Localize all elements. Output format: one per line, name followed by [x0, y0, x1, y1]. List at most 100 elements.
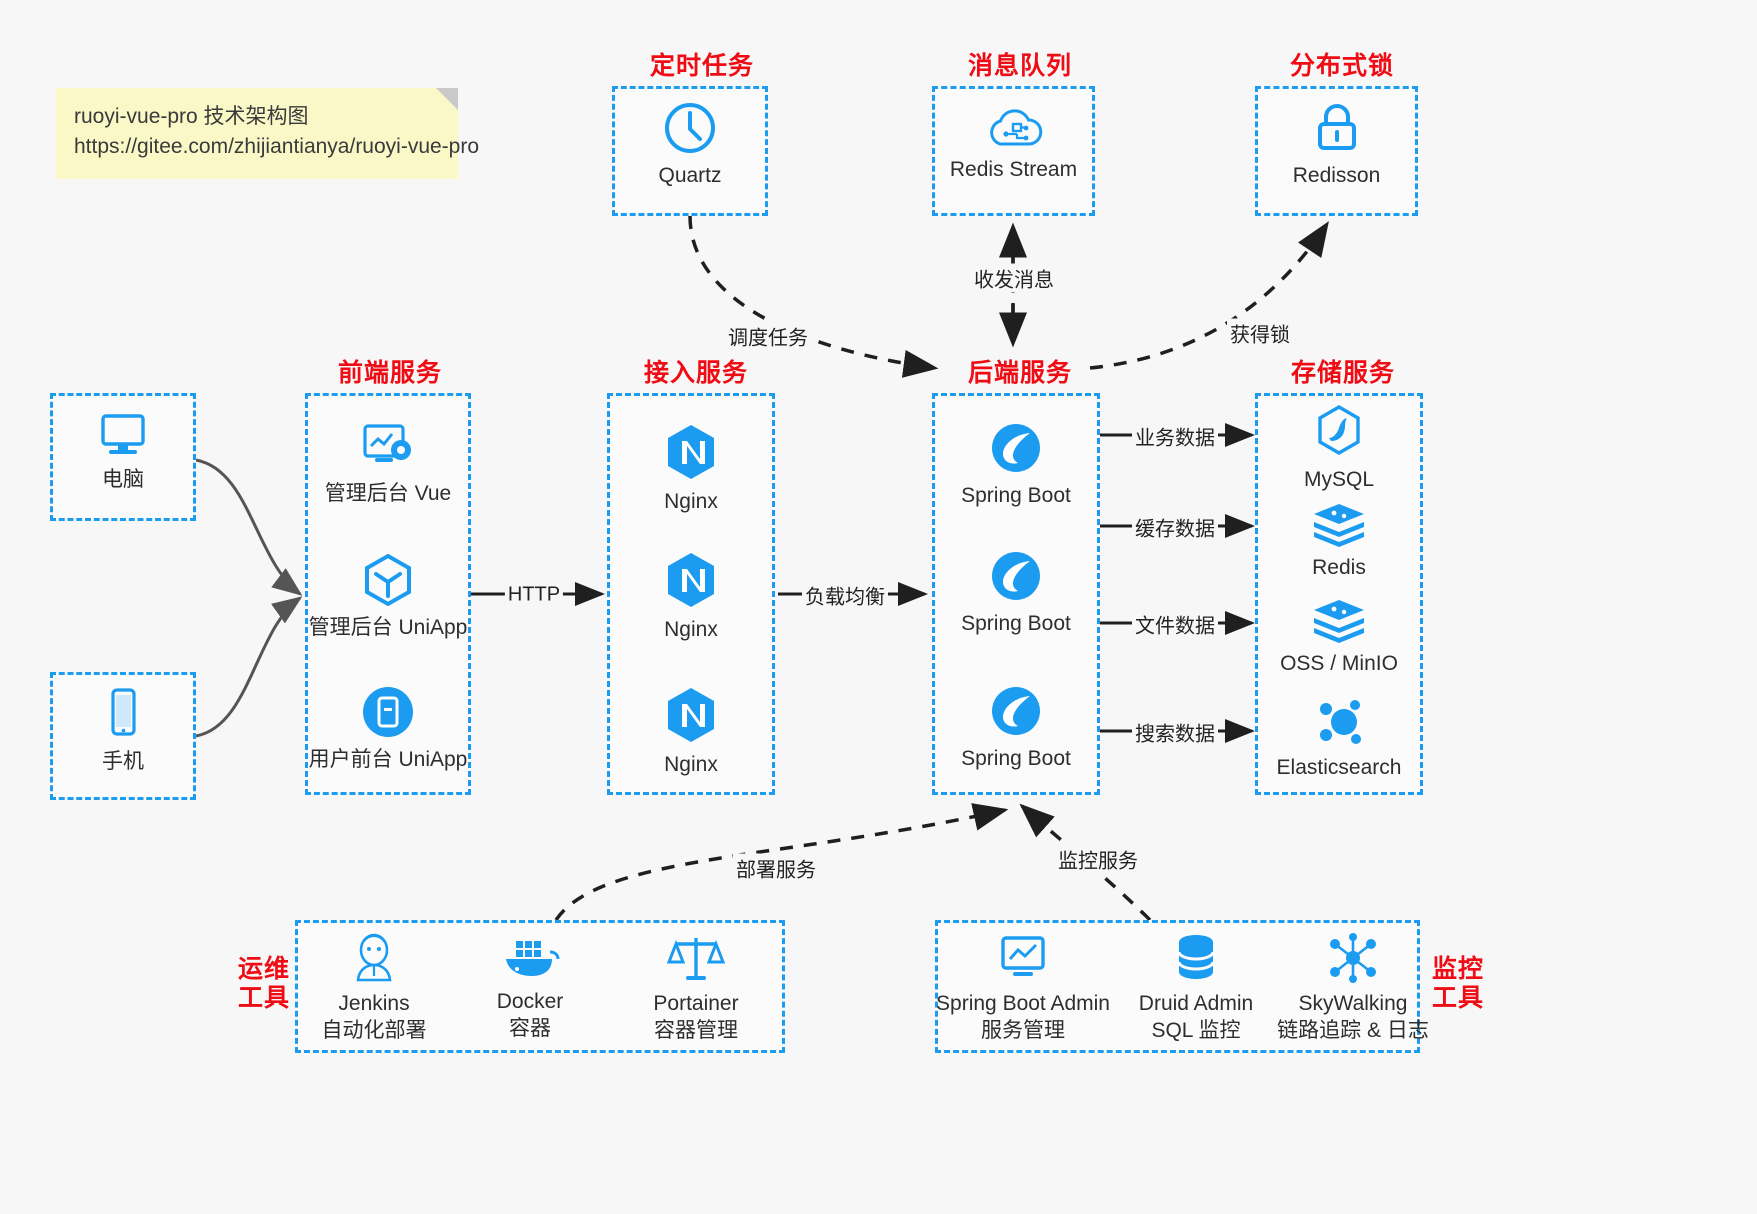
- node-label: SkyWalking: [1298, 992, 1408, 1015]
- node-sublabel: 服务管理: [981, 1018, 1065, 1042]
- node-sublabel: SQL 监控: [1151, 1018, 1241, 1042]
- node-sublabel: 链路追踪 & 日志: [1277, 1018, 1429, 1042]
- devops-title-line-2: 工具: [238, 983, 291, 1012]
- node-label: Quartz: [658, 164, 722, 187]
- architecture-note: ruoyi-vue-pro 技术架构图 https://gitee.com/zh…: [56, 88, 480, 179]
- group-title-monitoring: 监控 工具: [1432, 955, 1484, 1013]
- node-label: Jenkins: [338, 992, 410, 1015]
- note-fold-corner: [436, 88, 458, 110]
- nginx-icon: [663, 685, 719, 745]
- node-label: Redisson: [1292, 164, 1381, 187]
- group-title-distributed-lock: 分布式锁: [1290, 52, 1395, 80]
- jenkins-icon: [347, 932, 401, 984]
- node-label: Spring Boot: [961, 612, 1071, 635]
- node-sublabel: 自动化部署: [321, 1018, 427, 1042]
- group-title-storage: 存储服务: [1291, 359, 1396, 387]
- cloud-stream-icon: [985, 104, 1043, 150]
- node-portainer[interactable]: Portainer 容器管理: [620, 932, 772, 1045]
- node-label: MySQL: [1303, 468, 1374, 491]
- monitor-chart-icon: [995, 934, 1051, 984]
- node-label: 管理后台 Vue: [324, 482, 452, 505]
- app-card-icon: [360, 684, 416, 740]
- note-line-title: ruoyi-vue-pro 技术架构图: [74, 105, 309, 128]
- group-title-message-queue: 消息队列: [968, 52, 1073, 80]
- edge-quartz-to-backend-label: 调度任务: [725, 321, 811, 351]
- edge-backend-to-oss-label: 文件数据: [1132, 609, 1218, 639]
- mobile-icon: [103, 686, 143, 742]
- node-nginx-2[interactable]: Nginx: [607, 550, 775, 644]
- node-label: Docker: [496, 990, 564, 1013]
- nginx-icon: [663, 550, 719, 610]
- node-oss-minio[interactable]: OSS / MinIO: [1255, 596, 1423, 678]
- note-line-url: https://gitee.com/zhijiantianya/ruoyi-vu…: [74, 135, 480, 159]
- lock-icon: [1312, 100, 1362, 156]
- node-sublabel: 容器管理: [654, 1018, 738, 1042]
- node-label: Nginx: [664, 490, 718, 513]
- node-redis-stream[interactable]: Redis Stream: [932, 104, 1095, 184]
- node-jenkins[interactable]: Jenkins 自动化部署: [300, 932, 448, 1045]
- docker-icon: [500, 936, 560, 982]
- devops-title-line-1: 运维: [238, 955, 291, 983]
- node-sublabel: 容器: [509, 1016, 551, 1040]
- node-desktop[interactable]: 电脑: [50, 410, 196, 494]
- node-label: Redis: [1312, 556, 1366, 579]
- cube-icon: [360, 552, 416, 608]
- node-skywalking[interactable]: SkyWalking 链路追踪 & 日志: [1264, 932, 1442, 1045]
- node-spring-boot-3[interactable]: Spring Boot: [932, 683, 1100, 773]
- node-nginx-3[interactable]: Nginx: [607, 685, 775, 779]
- node-redisson[interactable]: Redisson: [1255, 100, 1418, 190]
- group-title-scheduled-task: 定时任务: [650, 52, 755, 80]
- node-redis[interactable]: Redis: [1255, 500, 1423, 582]
- node-label: 管理后台 UniApp: [308, 616, 468, 639]
- node-spring-boot-2[interactable]: Spring Boot: [932, 548, 1100, 638]
- node-nginx-1[interactable]: Nginx: [607, 422, 775, 516]
- spring-boot-icon: [988, 548, 1044, 604]
- nginx-icon: [663, 422, 719, 482]
- elasticsearch-icon: [1311, 696, 1367, 748]
- node-label: Spring Boot: [961, 747, 1071, 770]
- portainer-icon: [666, 932, 726, 984]
- edge-monitoring-to-backend-label: 监控服务: [1055, 844, 1141, 874]
- group-client-mobile: [50, 672, 196, 800]
- node-mobile[interactable]: 手机: [50, 686, 196, 776]
- node-label: 用户前台 UniApp: [308, 748, 468, 771]
- node-label: 电脑: [102, 468, 144, 491]
- node-admin-vue[interactable]: 管理后台 Vue: [305, 420, 471, 508]
- node-docker[interactable]: Docker 容器: [462, 936, 598, 1043]
- node-label: Nginx: [664, 618, 718, 641]
- edge-backend-to-lock-label: 获得锁: [1227, 318, 1293, 348]
- mysql-icon: [1313, 404, 1365, 460]
- monitoring-title-line-2: 工具: [1432, 983, 1485, 1012]
- database-icon: [1171, 932, 1221, 984]
- node-user-uniapp[interactable]: 用户前台 UniApp: [305, 684, 471, 774]
- spring-boot-icon: [988, 683, 1044, 739]
- skywalking-icon: [1325, 932, 1381, 984]
- group-message-queue: [932, 86, 1095, 216]
- redis-icon: [1310, 500, 1368, 548]
- node-spring-boot-1[interactable]: Spring Boot: [932, 420, 1100, 510]
- edge-backend-to-mysql-label: 业务数据: [1132, 421, 1218, 451]
- node-spring-boot-admin[interactable]: Spring Boot Admin 服务管理: [930, 934, 1116, 1045]
- node-label: Elasticsearch: [1276, 756, 1402, 779]
- group-title-backend: 后端服务: [968, 359, 1073, 387]
- spring-boot-icon: [988, 420, 1044, 476]
- oss-minio-icon: [1310, 596, 1368, 644]
- node-label: Druid Admin: [1138, 992, 1254, 1015]
- node-mysql[interactable]: MySQL: [1255, 404, 1423, 494]
- clock-icon: [662, 100, 718, 156]
- edge-backend-to-redis-label: 缓存数据: [1132, 512, 1218, 542]
- dashboard-gear-icon: [357, 420, 419, 474]
- node-label: Redis Stream: [949, 158, 1078, 181]
- node-elasticsearch[interactable]: Elasticsearch: [1255, 696, 1423, 782]
- node-label: 手机: [102, 750, 144, 773]
- node-quartz[interactable]: Quartz: [612, 100, 768, 190]
- desktop-icon: [94, 410, 152, 460]
- node-admin-uniapp[interactable]: 管理后台 UniApp: [305, 552, 471, 642]
- edge-devops-to-backend-label: 部署服务: [733, 853, 819, 883]
- node-druid-admin[interactable]: Druid Admin SQL 监控: [1122, 932, 1270, 1045]
- node-label: OSS / MinIO: [1280, 652, 1398, 675]
- node-label: Portainer: [653, 992, 739, 1015]
- node-label: Nginx: [664, 753, 718, 776]
- node-label: Spring Boot: [961, 484, 1071, 507]
